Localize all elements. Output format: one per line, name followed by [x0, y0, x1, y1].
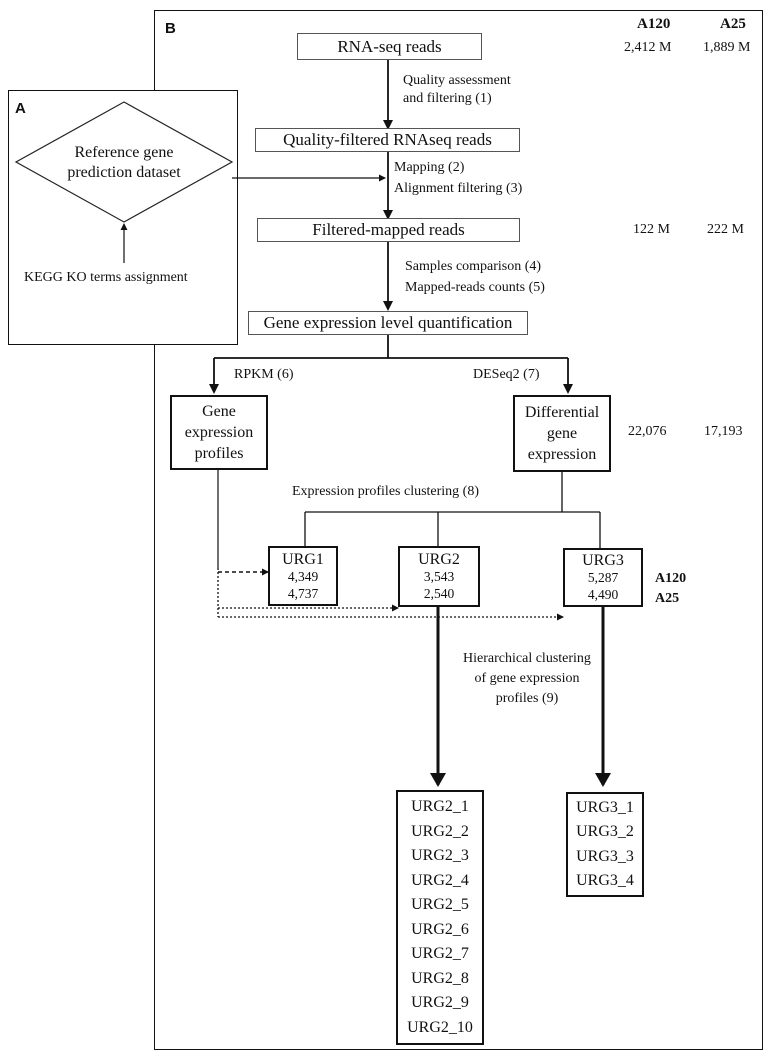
urg1-a25: 4,737 [287, 585, 319, 601]
row-label-a120: A120 [655, 571, 687, 586]
urg1-a120: 4,349 [287, 568, 319, 584]
reference-dataset-line-2: prediction dataset [67, 164, 181, 181]
urg1-box: URG1 4,349 4,737 [268, 546, 338, 606]
urg2-a25: 2,540 [423, 586, 455, 601]
urg3-a120: 5,287 [587, 570, 619, 585]
reference-diamond [14, 101, 234, 223]
header-a120: A120 [637, 16, 671, 32]
list-item: URG2_9 [411, 994, 469, 1011]
differential-expression-box: Differential gene expression [513, 395, 611, 472]
list-item: URG2_8 [411, 969, 469, 987]
list-item: URG3_1 [576, 798, 634, 816]
urg2-subclusters-box: URG2_1 URG2_2 URG2_3 URG2_4 URG2_5 URG2_… [396, 790, 484, 1045]
differential-line-1: Differential [524, 404, 600, 421]
header-a25: A25 [720, 16, 746, 32]
urg1-name: URG1 [282, 550, 324, 568]
urg2-box: URG2 3,543 2,540 [398, 546, 480, 607]
urg3-subclusters-box: URG3_1 URG3_2 URG3_3 URG3_4 [566, 792, 644, 897]
row-label-a25: A25 [655, 591, 680, 606]
urg3-name: URG3 [582, 552, 624, 569]
panel-b-letter: B [165, 20, 176, 37]
profiles-line-3: profiles [194, 445, 244, 462]
list-item: URG3_4 [576, 872, 634, 889]
rnaseq-reads-box: RNA-seq reads [297, 33, 482, 60]
reference-dataset-line-1: Reference gene [74, 144, 174, 161]
step4-label: Samples comparison (4) [405, 259, 542, 274]
differential-line-2: gene [546, 425, 578, 442]
list-item: URG3_2 [576, 823, 634, 840]
urg2-name: URG2 [418, 551, 460, 568]
step1-line-2: and filtering (1) [403, 91, 492, 106]
hier-line-2: of gene expression [474, 671, 580, 686]
quality-filtered-box: Quality-filtered RNAseq reads [255, 128, 520, 152]
list-item: URG2_5 [411, 896, 469, 913]
step2-label: Mapping (2) [394, 160, 465, 175]
rpkm-label: RPKM (6) [234, 367, 294, 382]
list-item: URG2_3 [411, 847, 469, 864]
rnaseq-count-a120: 2,412 M [624, 40, 672, 55]
hier-line-1: Hierarchical clustering [463, 651, 591, 666]
filtered-count-a120: 122 M [633, 222, 670, 237]
diff-count-a120: 22,076 [628, 424, 667, 439]
list-item: URG2_4 [411, 871, 469, 889]
step3-label: Alignment filtering (3) [394, 181, 523, 196]
gene-expression-profiles-box: Gene expression profiles [170, 395, 268, 470]
urg3-a25: 4,490 [587, 587, 619, 602]
list-item: URG2_6 [411, 920, 469, 938]
rnaseq-count-a25: 1,889 M [703, 40, 751, 55]
urg2-a120: 3,543 [423, 569, 455, 584]
panel-a-letter: A [15, 100, 26, 117]
list-item: URG2_7 [411, 945, 469, 962]
filtered-mapped-box: Filtered-mapped reads [257, 218, 520, 242]
urg3-box: URG3 5,287 4,490 [563, 548, 643, 607]
list-item: URG2_10 [407, 1018, 473, 1036]
list-item: URG2_2 [411, 822, 469, 840]
list-item: URG3_3 [576, 847, 634, 865]
diff-count-a25: 17,193 [704, 424, 743, 439]
step1-line-1: Quality assessment [403, 73, 511, 88]
filtered-count-a25: 222 M [707, 222, 744, 237]
profiles-line-2: expression [184, 424, 254, 441]
clustering-label: Expression profiles clustering (8) [292, 484, 480, 499]
profiles-line-1: Gene [202, 403, 236, 420]
list-item: URG2_1 [411, 798, 469, 815]
deseq-label: DESeq2 (7) [473, 367, 540, 382]
kegg-label: KEGG KO terms assignment [24, 270, 188, 285]
differential-line-3: expression [527, 446, 597, 463]
quantification-box: Gene expression level quantification [248, 311, 528, 335]
hier-line-3: profiles (9) [495, 691, 559, 706]
step5-label: Mapped-reads counts (5) [405, 280, 545, 295]
